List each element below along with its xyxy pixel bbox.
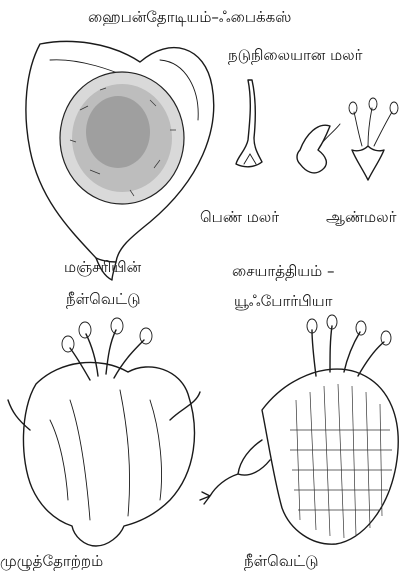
cyathium-section-drawing xyxy=(200,315,398,544)
hypanthodium-section-drawing xyxy=(26,41,214,280)
cyathium-whole-view-drawing xyxy=(8,318,200,546)
neutral-flower-drawing xyxy=(236,80,262,167)
male-flower-drawing xyxy=(349,98,398,180)
female-flower-drawing xyxy=(297,124,340,173)
